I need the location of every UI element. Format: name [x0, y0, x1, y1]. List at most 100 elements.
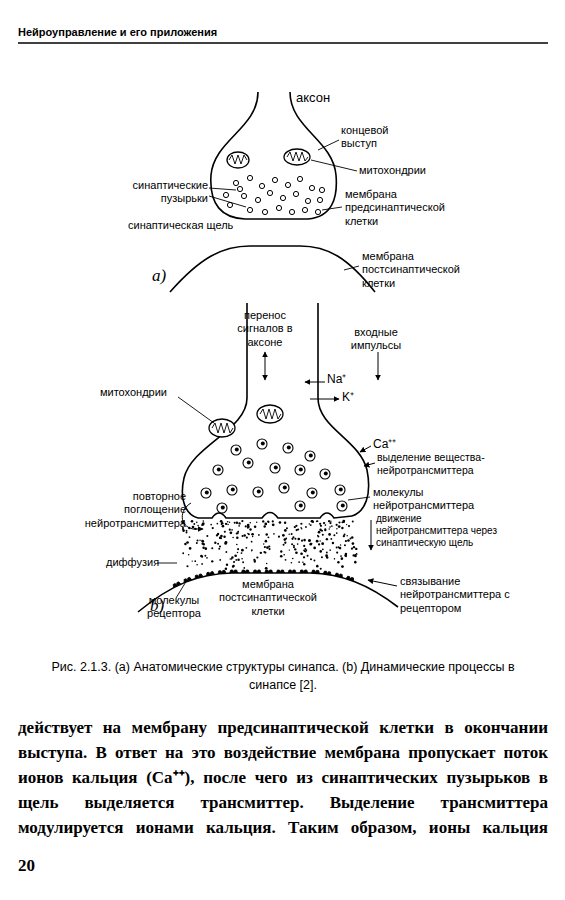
neurotransmitter-dot — [297, 538, 300, 541]
part-label: мембрана предсинаптической клетки — [345, 188, 453, 228]
neurotransmitter-dot — [347, 539, 350, 542]
neurotransmitter-dot — [252, 536, 253, 537]
synaptic-vesicle — [297, 176, 302, 181]
ion-arrow — [305, 382, 325, 383]
receptor-molecule — [172, 581, 181, 587]
neurotransmitter-dot — [336, 528, 337, 529]
synaptic-vesicle — [293, 191, 298, 196]
neurotransmitter-dot — [318, 531, 321, 534]
synaptic-vesicle — [283, 443, 293, 453]
neurotransmitter-dot — [216, 534, 218, 536]
neurotransmitter-dot — [231, 529, 233, 531]
leader-lines — [209, 140, 359, 270]
leader-line — [209, 196, 246, 207]
neurotransmitter-dot — [341, 521, 343, 523]
neurotransmitter-dot — [183, 529, 185, 531]
neurotransmitter-dot — [232, 565, 234, 567]
neurotransmitter-dot — [182, 530, 184, 532]
synaptic-vesicle — [267, 190, 272, 195]
neurotransmitter-dot — [318, 543, 320, 545]
receptor-molecule — [253, 570, 261, 573]
neurotransmitter-dot — [247, 526, 249, 528]
leader-line — [157, 563, 177, 564]
vesicle-content — [235, 448, 239, 452]
vesicle-membrane — [270, 463, 280, 473]
neurotransmitter-dot — [197, 539, 199, 541]
synaptic-vesicle — [201, 488, 211, 498]
neurotransmitter-dot — [311, 520, 314, 523]
neurotransmitter-dot — [353, 546, 355, 548]
vesicle-content — [221, 506, 225, 510]
neurotransmitter-dot — [254, 525, 257, 528]
ion-label: Na⁺ — [327, 372, 346, 387]
leader-line — [318, 140, 339, 150]
synaptic-vesicles — [223, 175, 324, 214]
synaptic-vesicle — [305, 198, 310, 203]
neurotransmitter-dot — [344, 544, 346, 546]
neurotransmitter-dot — [310, 558, 312, 560]
neurotransmitter-dot — [345, 540, 347, 542]
neurotransmitter-dot — [319, 528, 321, 530]
neurotransmitter-dot — [251, 549, 253, 551]
vesicle-membrane — [283, 443, 293, 453]
neurotransmitter-dot — [216, 523, 218, 525]
neurotransmitter-dot — [291, 533, 293, 535]
neurotransmitter-dot — [256, 556, 258, 558]
vesicle-content — [205, 491, 209, 495]
neurotransmitter-dot — [284, 542, 286, 544]
neurotransmitter-dot — [202, 520, 204, 522]
neurotransmitter-dot — [314, 560, 316, 562]
synaptic-vesicles — [201, 439, 347, 513]
neurotransmitter-dot — [197, 525, 199, 527]
vesicle-membrane — [217, 503, 227, 513]
neurotransmitter-dot — [295, 551, 298, 554]
receptor-molecule — [346, 576, 355, 581]
neurotransmitter-dot — [294, 526, 296, 528]
neurotransmitter-dot — [192, 560, 193, 561]
neurotransmitter-dot — [218, 548, 220, 550]
receptor-molecule — [300, 570, 308, 573]
vesicle-content — [261, 442, 265, 446]
vesicle-membrane — [295, 501, 305, 511]
synaptic-vesicle — [305, 451, 315, 461]
neurotransmitter-dot — [268, 521, 270, 523]
signal-arrow — [265, 352, 266, 380]
synaptic-vesicle — [337, 501, 347, 511]
neurotransmitter-dot — [340, 544, 341, 545]
neurotransmitter-dot — [196, 542, 198, 544]
neurotransmitter-dot — [326, 552, 328, 554]
synaptic-vesicle — [279, 483, 289, 493]
neurotransmitter-dot — [264, 551, 266, 553]
synaptic-vesicle — [272, 177, 277, 182]
neurotransmitter-dot — [234, 522, 236, 524]
part-label: повторное поглощение нейротрансмиттера — [70, 490, 186, 530]
neurotransmitter-dot — [241, 549, 244, 552]
neurotransmitter-dot — [336, 524, 338, 526]
neurotransmitter-dot — [346, 524, 347, 525]
neurotransmitter-dot — [300, 552, 303, 555]
neurotransmitter-dot — [301, 528, 303, 530]
neurotransmitter-dot — [332, 542, 334, 544]
synaptic-vesicle — [231, 445, 241, 455]
vesicle-content — [283, 486, 287, 490]
neurotransmitter-dot — [328, 528, 329, 529]
neurotransmitter-dot — [229, 522, 230, 523]
body-text: действует на мембрану предсинаптической … — [18, 716, 548, 841]
neurotransmitter-dot — [356, 553, 358, 555]
synaptic-vesicle — [302, 207, 307, 212]
neurotransmitter-dot — [319, 523, 321, 525]
vesicle-membrane — [335, 485, 345, 495]
mitochondrion-cristae — [229, 155, 247, 164]
vesicle-content — [339, 488, 343, 492]
neurotransmitter-dot — [300, 523, 302, 525]
leader-line — [322, 207, 342, 210]
neurotransmitter-dot — [221, 522, 224, 525]
synaptic-vesicle — [335, 485, 345, 495]
neurotransmitter-dot — [307, 555, 309, 557]
neurotransmitter-dot — [210, 524, 212, 526]
neurotransmitter-dot — [245, 525, 247, 527]
postsynaptic-membrane — [170, 246, 375, 292]
neurotransmitter-dot — [227, 521, 229, 523]
neurotransmitter-dot — [288, 534, 289, 535]
neurotransmitter-dot — [231, 558, 233, 560]
